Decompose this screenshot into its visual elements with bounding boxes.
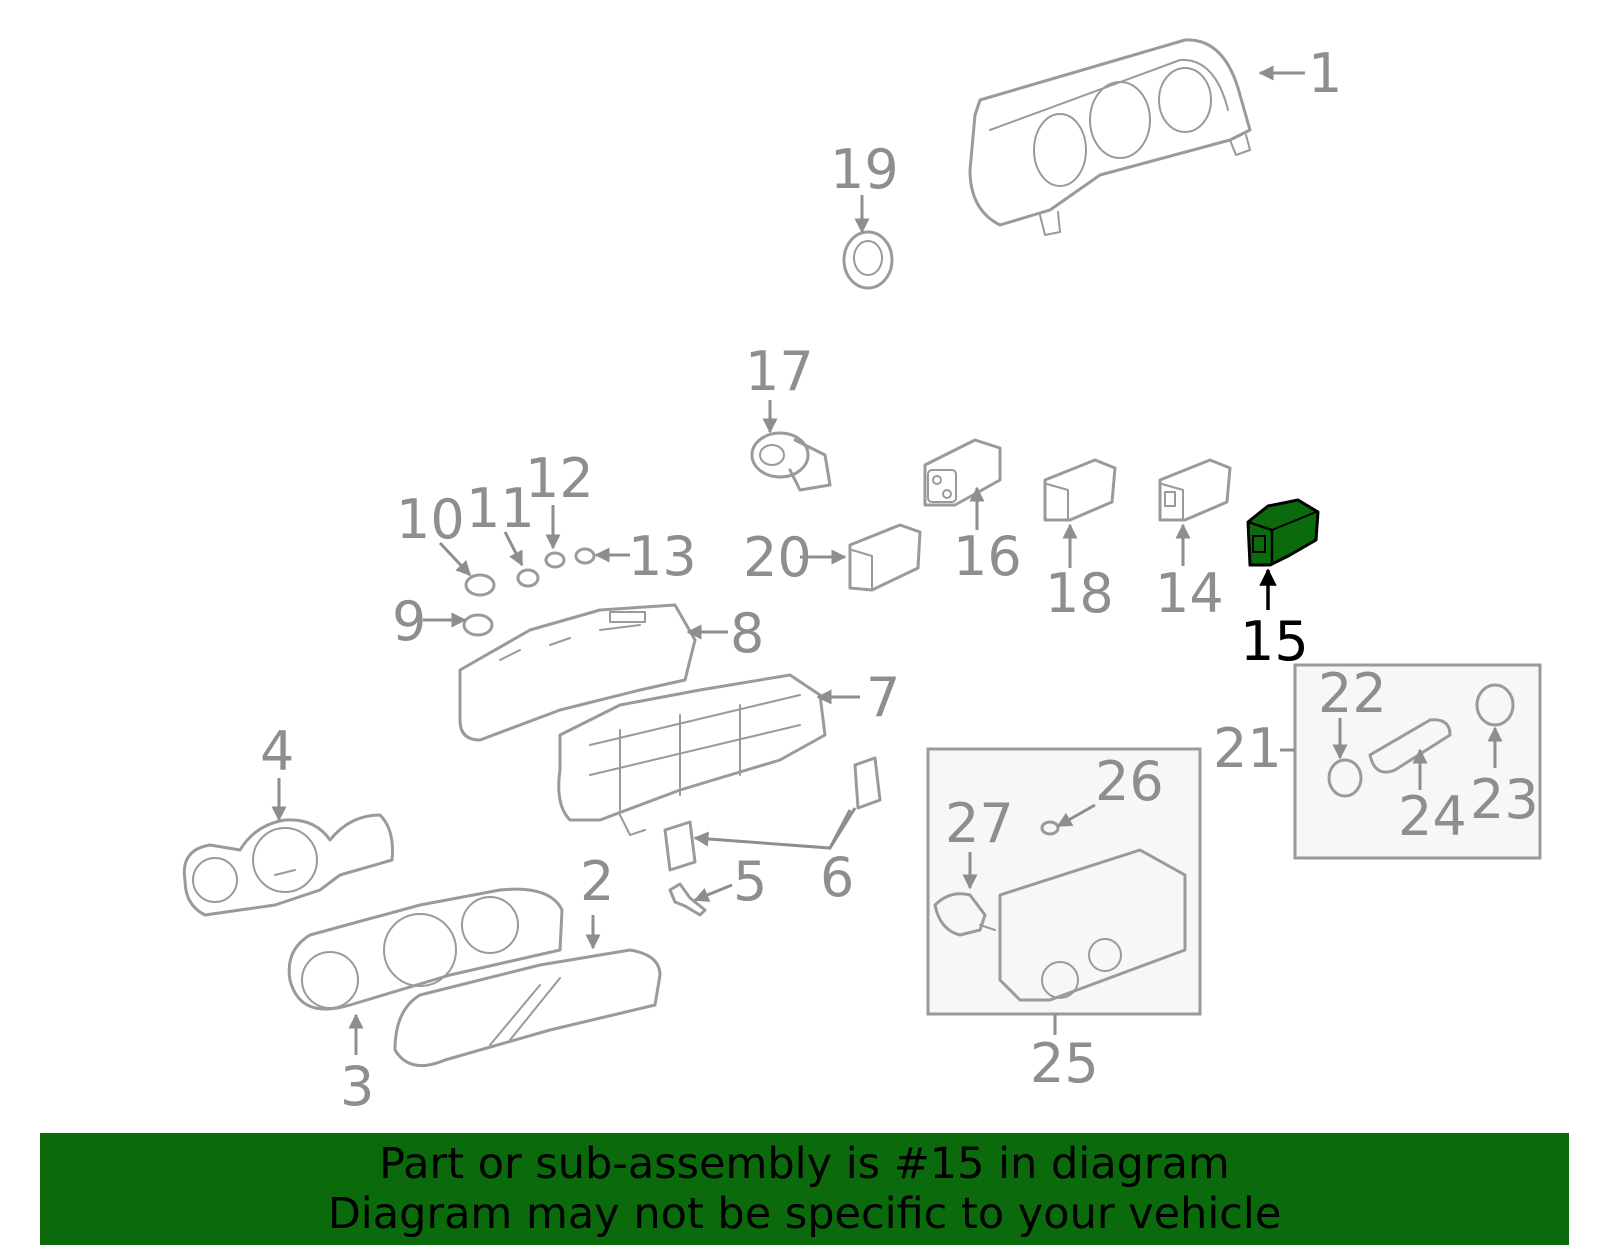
callout-7: 7 bbox=[866, 666, 900, 729]
callout-25: 25 bbox=[1030, 1032, 1099, 1095]
part-2-lens bbox=[393, 948, 662, 1068]
part-19-knob bbox=[842, 230, 894, 290]
part-16-switch bbox=[923, 438, 1002, 507]
part-1-cluster-assembly bbox=[968, 38, 1252, 236]
part-4-gauge-faces bbox=[182, 813, 394, 917]
part-14-switch bbox=[1158, 458, 1232, 522]
part-bulbs-9-13 bbox=[462, 547, 596, 637]
callout-10: 10 bbox=[396, 488, 465, 551]
callout-26: 26 bbox=[1095, 750, 1164, 813]
part-7-housing bbox=[557, 673, 827, 836]
callout-3: 3 bbox=[340, 1055, 374, 1118]
callout-16: 16 bbox=[953, 525, 1022, 588]
footer-banner: Part or sub-assembly is #15 in diagram D… bbox=[40, 1133, 1569, 1245]
callout-9: 9 bbox=[392, 590, 426, 653]
callout-6: 6 bbox=[820, 846, 854, 909]
callout-5: 5 bbox=[733, 850, 767, 913]
part-18-switch bbox=[1043, 458, 1117, 522]
part-8-circuit-board bbox=[458, 603, 697, 742]
callout-21: 21 bbox=[1213, 717, 1282, 780]
part-20-switch bbox=[848, 523, 922, 592]
callout-15-highlighted: 15 bbox=[1240, 610, 1309, 673]
callout-18: 18 bbox=[1045, 562, 1114, 625]
leader-lines bbox=[271, 65, 1503, 1055]
callout-19: 19 bbox=[830, 138, 899, 201]
footer-line-2: Diagram may not be specific to your vehi… bbox=[327, 1189, 1282, 1239]
part-17-switch bbox=[750, 431, 832, 492]
callout-11: 11 bbox=[466, 477, 535, 540]
part-6-plates bbox=[663, 756, 882, 872]
callout-27: 27 bbox=[945, 792, 1014, 855]
callout-4: 4 bbox=[260, 720, 294, 783]
callout-labels: 1 2 3 4 5 6 7 8 9 10 11 12 13 14 15 16 1… bbox=[260, 42, 1539, 1118]
callout-17: 17 bbox=[745, 340, 814, 403]
footer-line-1: Part or sub-assembly is #15 in diagram bbox=[379, 1139, 1230, 1189]
callout-1: 1 bbox=[1308, 42, 1342, 105]
callout-22: 22 bbox=[1318, 662, 1387, 725]
callout-8: 8 bbox=[730, 602, 764, 665]
callout-20: 20 bbox=[743, 526, 812, 589]
callout-13: 13 bbox=[628, 525, 697, 588]
callout-2: 2 bbox=[580, 850, 614, 913]
part-5-screw bbox=[668, 882, 707, 917]
part-15-switch-highlighted bbox=[1246, 498, 1320, 567]
parts-diagram: 1 2 3 4 5 6 7 8 9 10 11 12 13 14 15 16 1… bbox=[182, 38, 1542, 1118]
callout-24: 24 bbox=[1398, 785, 1467, 848]
callout-14: 14 bbox=[1155, 562, 1224, 625]
callout-12: 12 bbox=[525, 447, 594, 510]
callout-23: 23 bbox=[1470, 768, 1539, 831]
part-3-cluster-face bbox=[287, 887, 564, 1011]
